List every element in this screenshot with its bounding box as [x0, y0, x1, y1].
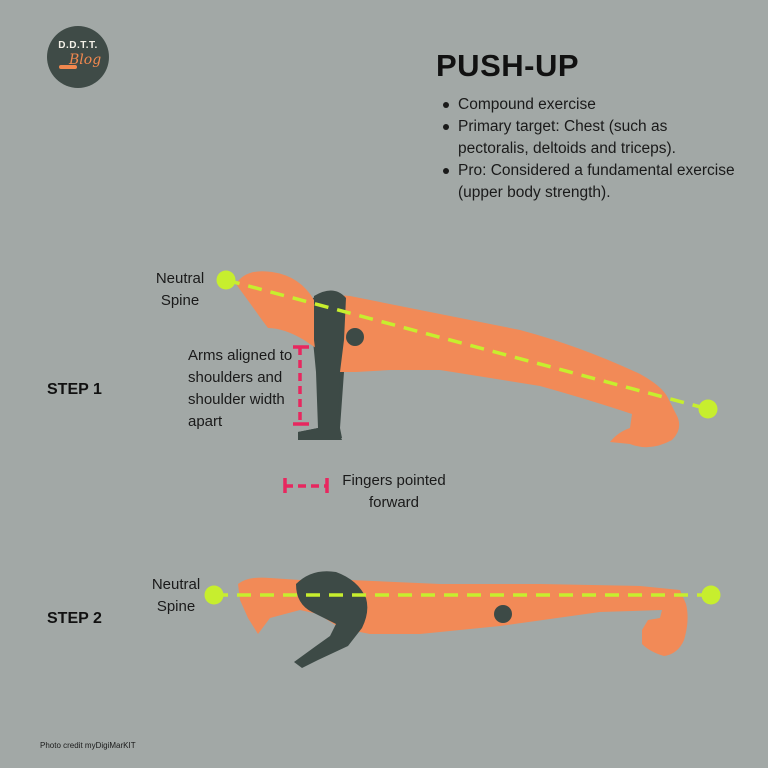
step2-shirt-logo — [494, 605, 512, 623]
step2-spine-label: Neutral Spine — [151, 576, 201, 615]
logo-script-text: Blog — [69, 52, 102, 68]
step1-near-arm — [298, 290, 346, 440]
step2-title: STEP 2 — [47, 610, 102, 627]
step1-figure — [216, 270, 718, 448]
step1-title: STEP 1 — [47, 381, 102, 398]
step1-spine-line — [225, 278, 709, 411]
step1-arms-label: Arms aligned to shoulders and shoulder w… — [188, 347, 293, 430]
info-item: Pro: Considered a fundamental exercise (… — [440, 160, 740, 204]
step1-spine-label: Neutral Spine — [155, 270, 205, 309]
ddtt-logo: D.D.T.T. Blog — [47, 26, 109, 88]
step1-arm-marker — [293, 345, 309, 426]
step1-fingers-label: Fingers pointed forward — [342, 472, 446, 511]
step2-spine-dot-head — [204, 585, 224, 605]
step1-body — [236, 271, 680, 448]
logo-accent-bar — [59, 65, 77, 69]
logo-top-text: D.D.T.T. — [58, 40, 98, 51]
step1-spine-dot-head — [216, 270, 236, 290]
step2-spine-dot-feet — [701, 585, 721, 605]
step1-spine-dot-feet — [698, 399, 718, 419]
page-title: PUSH-UP — [436, 48, 580, 83]
info-item: Compound exercise — [440, 94, 740, 116]
step2-arm — [294, 571, 368, 668]
step1-finger-marker — [283, 478, 329, 493]
step2-figure — [204, 571, 721, 668]
info-list: Compound exercise Primary target: Chest … — [440, 94, 740, 204]
step1-shirt-logo — [346, 328, 364, 346]
info-item: Primary target: Chest (such as pectorali… — [440, 116, 740, 160]
photo-credit: Photo credit myDigiMarKIT — [40, 741, 136, 750]
